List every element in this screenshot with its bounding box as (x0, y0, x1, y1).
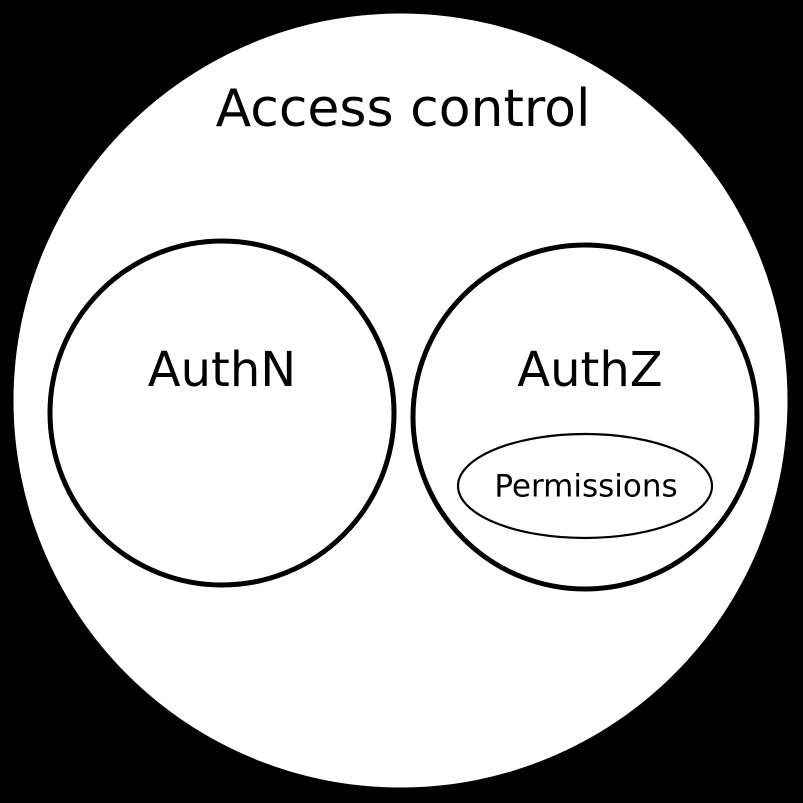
label-permissions: Permissions (494, 469, 677, 505)
circle-authn[interactable] (47, 238, 397, 588)
label-authn: AuthN (148, 342, 296, 398)
label-authz: AuthZ (517, 342, 662, 398)
ellipse-permissions[interactable] (456, 432, 714, 540)
outer-circle-access-control[interactable] (13, 13, 788, 788)
label-access-control: Access control (216, 79, 591, 139)
